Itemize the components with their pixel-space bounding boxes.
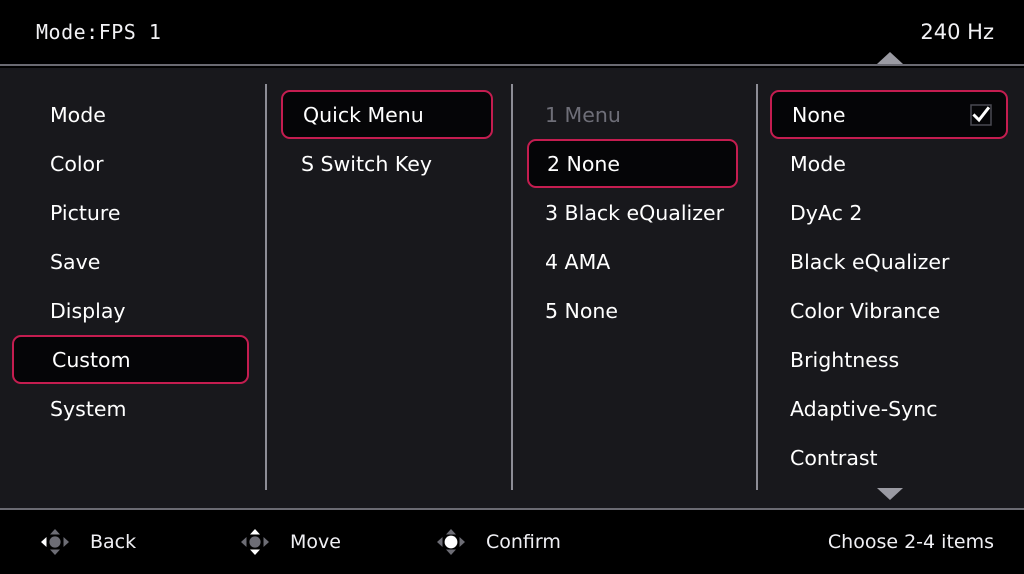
osd-body: Mode Color Picture Save Display Custom S… [0,52,1024,508]
sidebar-item-save[interactable]: Save [12,237,249,286]
check-icon [970,103,992,126]
dpad-center-icon [436,528,466,556]
osd-header: Mode:FPS 1 240 Hz [0,0,1024,66]
function-options-column: None Mode DyAc 2 Black eQualizer Color V… [756,52,1024,508]
option-item-label: Contrast [790,445,878,470]
sidebar-item-label: Mode [50,102,106,127]
hint-back-label: Back [90,531,137,553]
option-item-none[interactable]: None [770,90,1008,139]
option-item-dyac-2[interactable]: DyAc 2 [770,188,1008,237]
quick-menu-slot-1: 1 Menu [527,90,738,139]
hint-back[interactable]: Back [40,528,240,556]
quick-menu-slots-column: 1 Menu 2 None 3 Black eQualizer 4 AMA 5 … [511,68,756,508]
option-item-color-vibrance[interactable]: Color Vibrance [770,286,1008,335]
option-item-brightness[interactable]: Brightness [770,335,1008,384]
submenu-item-label: Quick Menu [303,102,424,127]
quick-menu-slot-4[interactable]: 4 AMA [527,237,738,286]
sidebar-item-label: Display [50,298,126,323]
option-item-contrast[interactable]: Contrast [770,433,1008,482]
custom-submenu-column: Quick Menu S Switch Key [265,68,511,508]
option-item-label: Brightness [790,347,900,372]
sidebar-item-color[interactable]: Color [12,139,249,188]
sidebar-item-system[interactable]: System [12,384,249,433]
quick-menu-slot-2[interactable]: 2 None [527,139,738,188]
quick-menu-slot-label: 2 None [547,151,621,176]
dpad-left-icon [40,528,70,556]
quick-menu-slot-5[interactable]: 5 None [527,286,738,335]
sidebar-item-picture[interactable]: Picture [12,188,249,237]
quick-menu-slot-label: 3 Black eQualizer [545,200,725,225]
quick-menu-slot-label: 5 None [545,298,619,323]
sidebar-item-mode[interactable]: Mode [12,90,249,139]
submenu-item-quick-menu[interactable]: Quick Menu [281,90,493,139]
footer-note: Choose 2-4 items [827,531,994,553]
sidebar-item-label: Picture [50,200,121,225]
triangle-down-icon[interactable] [877,488,903,500]
submenu-item-s-switch-key[interactable]: S Switch Key [281,139,493,188]
option-item-label: None [792,102,846,127]
refresh-rate-label: 240 Hz [920,20,994,44]
osd-footer: Back Move [0,508,1024,574]
option-item-adaptive-sync[interactable]: Adaptive-Sync [770,384,1008,433]
option-item-label: Adaptive-Sync [790,396,938,421]
option-item-mode[interactable]: Mode [770,139,1008,188]
submenu-item-label: S Switch Key [301,151,432,176]
hint-confirm[interactable]: Confirm [436,528,828,556]
quick-menu-slot-label: 1 Menu [545,102,621,127]
quick-menu-slot-label: 4 AMA [545,249,611,274]
hint-move-label: Move [290,531,341,553]
sidebar-column: Mode Color Picture Save Display Custom S… [0,68,265,508]
option-item-black-equalizer[interactable]: Black eQualizer [770,237,1008,286]
dpad-updown-icon [240,528,270,556]
option-item-label: DyAc 2 [790,200,863,225]
mode-title: Mode:FPS 1 [36,20,162,44]
sidebar-item-label: Custom [52,347,131,372]
triangle-up-icon[interactable] [877,52,903,64]
hint-confirm-label: Confirm [486,531,561,553]
sidebar-item-label: System [50,396,127,421]
option-item-label: Color Vibrance [790,298,941,323]
option-item-label: Black eQualizer [790,249,950,274]
quick-menu-slot-3[interactable]: 3 Black eQualizer [527,188,738,237]
option-item-label: Mode [790,151,846,176]
sidebar-item-custom[interactable]: Custom [12,335,249,384]
sidebar-item-label: Color [50,151,104,176]
sidebar-item-display[interactable]: Display [12,286,249,335]
hint-move[interactable]: Move [240,528,436,556]
sidebar-item-label: Save [50,249,101,274]
